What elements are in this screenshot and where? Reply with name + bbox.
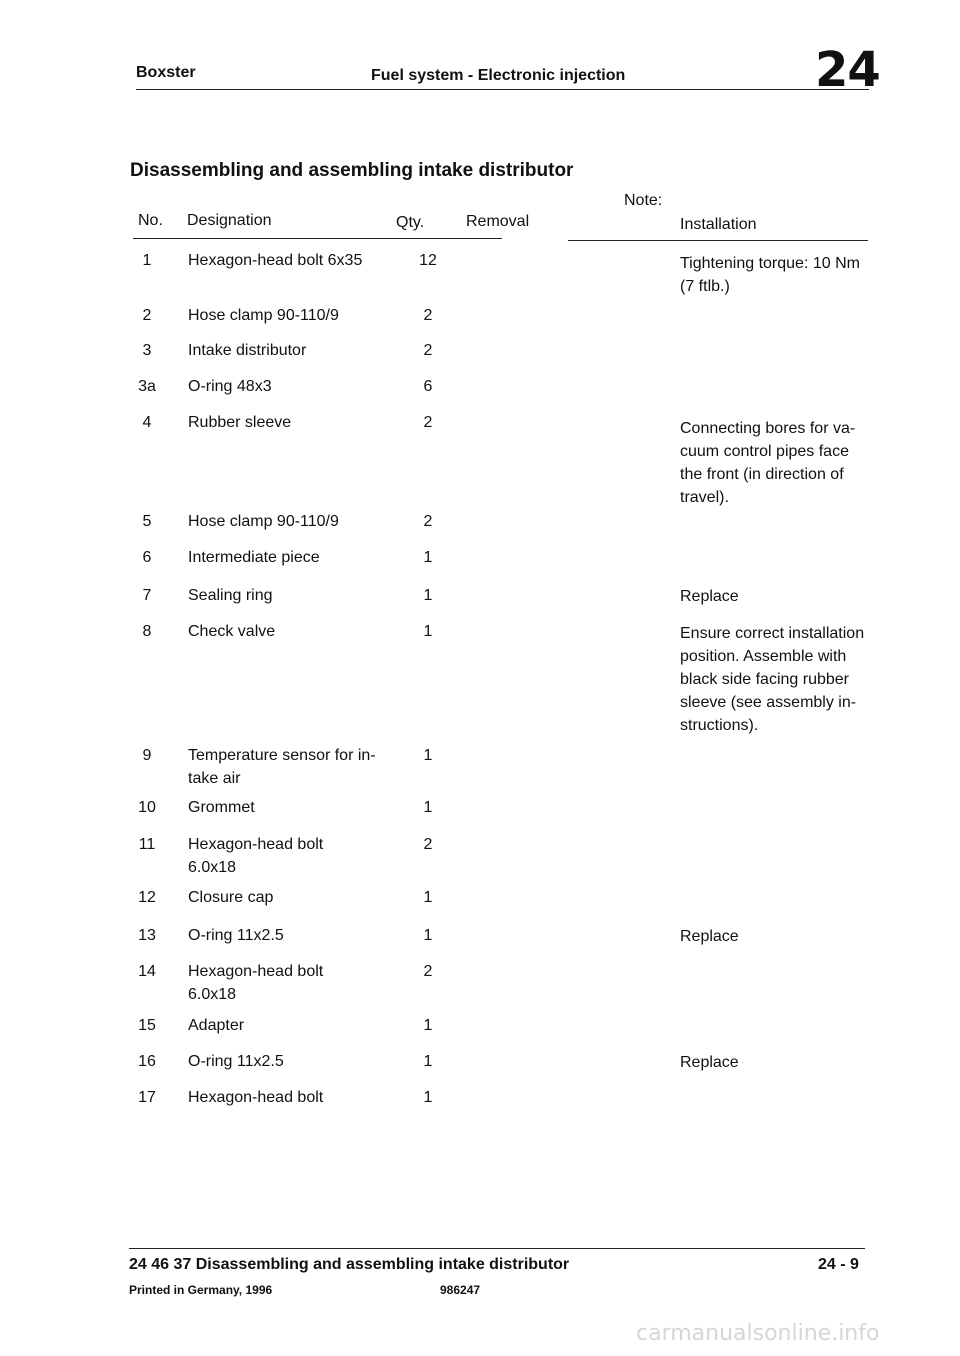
table-header-rule-left <box>133 238 502 239</box>
row-installation-note: cuum control pipes face <box>680 443 849 460</box>
row-quantity: 2 <box>423 513 433 530</box>
col-header-note: Note: <box>624 192 663 209</box>
row-designation: Check valve <box>188 623 276 640</box>
row-designation: Intermediate piece <box>188 549 320 566</box>
header-model: Boxster <box>136 64 196 81</box>
row-quantity: 1 <box>423 623 433 640</box>
row-number: 3a <box>138 378 156 395</box>
row-number: 3 <box>142 342 152 359</box>
row-designation: Intake distributor <box>188 342 307 359</box>
row-number: 8 <box>142 623 152 640</box>
footer-printed: Printed in Germany, 1996 <box>129 1283 273 1297</box>
row-number: 13 <box>138 927 156 944</box>
row-installation-note: Tightening torque: 10 Nm <box>680 255 860 272</box>
row-number: 7 <box>142 587 152 604</box>
row-designation: take air <box>188 770 241 787</box>
row-number: 16 <box>138 1053 156 1070</box>
row-number: 15 <box>138 1017 156 1034</box>
header-group-number: 24 <box>815 42 881 98</box>
row-installation-note: structions). <box>680 717 759 734</box>
row-quantity: 2 <box>423 963 433 980</box>
row-designation: Grommet <box>188 799 255 816</box>
row-quantity: 2 <box>423 342 433 359</box>
row-installation-note: position. Assemble with <box>680 648 847 665</box>
col-header-designation: Designation <box>187 212 272 229</box>
row-designation: Hose clamp 90-110/9 <box>188 513 339 530</box>
row-number: 2 <box>142 307 152 324</box>
row-quantity: 1 <box>423 1053 433 1070</box>
col-header-qty: Qty. <box>396 214 425 231</box>
row-number: 4 <box>142 414 152 431</box>
table-header-rule-right <box>568 240 868 241</box>
row-installation-note: travel). <box>680 489 729 506</box>
row-number: 11 <box>138 836 156 853</box>
row-number: 10 <box>138 799 156 816</box>
row-designation: O-ring 11x2.5 <box>188 1053 284 1070</box>
row-quantity: 6 <box>423 378 433 395</box>
row-designation: 6.0x18 <box>188 986 237 1003</box>
row-quantity: 1 <box>423 747 433 764</box>
row-quantity: 1 <box>423 927 433 944</box>
row-quantity: 1 <box>423 1017 433 1034</box>
row-installation-note: black side facing rubber <box>680 671 849 688</box>
row-designation: O-ring 11x2.5 <box>188 927 284 944</box>
row-quantity: 2 <box>423 307 433 324</box>
row-quantity: 1 <box>423 1089 433 1106</box>
col-header-installation: Installation <box>680 216 757 233</box>
row-number: 17 <box>138 1089 156 1106</box>
row-installation-note: Ensure correct installation <box>680 625 865 642</box>
row-designation: Closure cap <box>188 889 274 906</box>
row-designation: O-ring 48x3 <box>188 378 272 395</box>
row-designation: Hexagon-head bolt <box>188 963 324 980</box>
col-header-no: No. <box>138 212 163 229</box>
row-designation: Temperature sensor for in- <box>188 747 376 764</box>
row-quantity: 1 <box>423 799 433 816</box>
footer-rule <box>129 1248 865 1249</box>
page-title: Disassembling and assembling intake dist… <box>130 160 574 181</box>
row-installation-note: the front (in direction of <box>680 466 844 483</box>
footer-part-number: 986247 <box>440 1283 481 1297</box>
row-designation: Hexagon-head bolt <box>188 1089 324 1106</box>
row-quantity: 1 <box>423 889 433 906</box>
row-installation-note: Replace <box>680 588 739 605</box>
footer-page-number: 24 - 9 <box>818 1256 859 1273</box>
row-number: 12 <box>138 889 156 906</box>
row-quantity: 1 <box>423 587 433 604</box>
row-designation: Rubber sleeve <box>188 414 292 431</box>
row-designation: Adapter <box>188 1017 245 1034</box>
row-designation: 6.0x18 <box>188 859 237 876</box>
row-designation: Hexagon-head bolt 6x35 <box>188 252 363 269</box>
row-number: 1 <box>142 252 152 269</box>
header-rule <box>136 89 869 90</box>
row-designation: Hexagon-head bolt <box>188 836 324 853</box>
row-installation-note: Replace <box>680 1054 739 1071</box>
row-number: 9 <box>142 747 152 764</box>
footer-title: 24 46 37 Disassembling and assembling in… <box>129 1256 570 1273</box>
row-number: 14 <box>138 963 156 980</box>
row-number: 5 <box>142 513 152 530</box>
header-section-title: Fuel system - Electronic injection <box>371 67 626 84</box>
row-quantity: 2 <box>423 836 433 853</box>
row-installation-note: (7 ftlb.) <box>680 278 730 295</box>
row-quantity: 1 <box>423 549 433 566</box>
row-number: 6 <box>142 549 152 566</box>
row-designation: Hose clamp 90-110/9 <box>188 307 339 324</box>
watermark: carmanualsonline.info <box>636 1321 880 1346</box>
row-installation-note: Connecting bores for va- <box>680 420 856 437</box>
row-installation-note: Replace <box>680 928 739 945</box>
row-installation-note: sleeve (see assembly in- <box>680 694 857 711</box>
row-quantity: 12 <box>419 252 437 269</box>
row-designation: Sealing ring <box>188 587 273 604</box>
col-header-removal: Removal <box>466 213 530 230</box>
row-quantity: 2 <box>423 414 433 431</box>
